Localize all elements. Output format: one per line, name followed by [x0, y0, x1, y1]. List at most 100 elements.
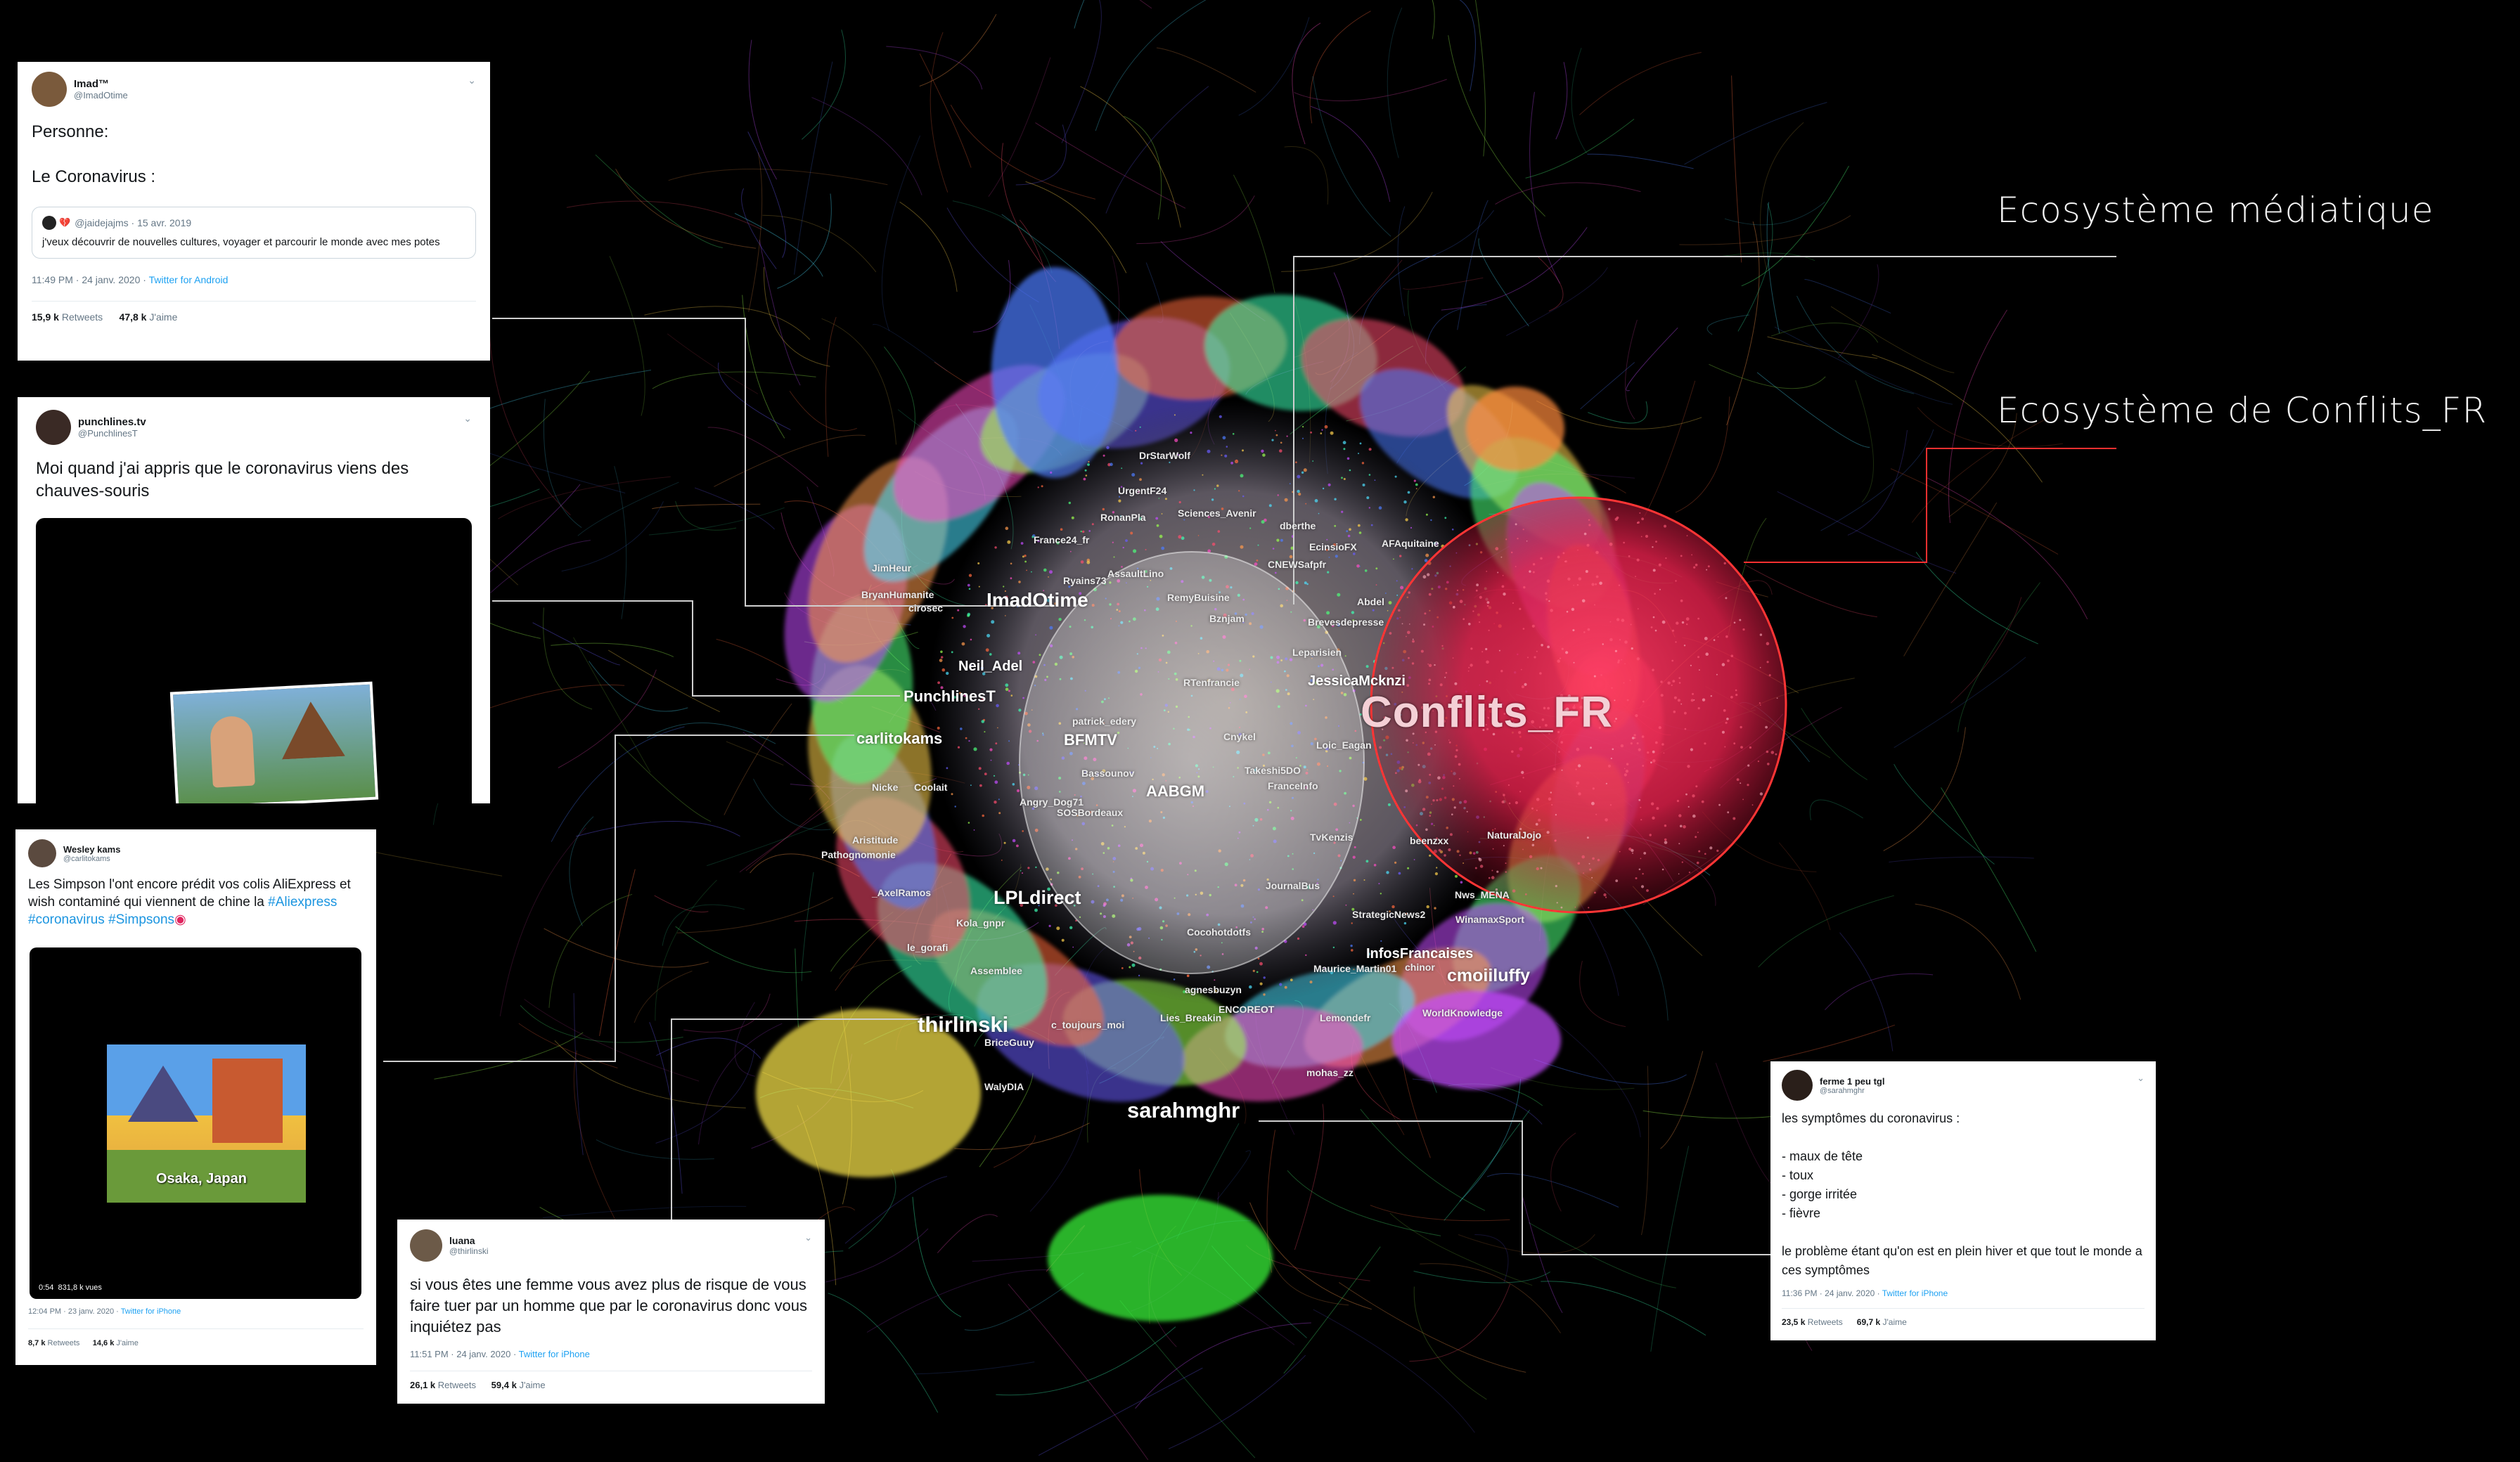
- core-node: [990, 759, 992, 761]
- conflits-node: [1578, 792, 1581, 796]
- node-label: Ryains73: [1063, 575, 1107, 586]
- conflits-node: [1678, 677, 1681, 679]
- core-node: [1043, 590, 1045, 592]
- core-node: [1353, 879, 1356, 882]
- background-edge: [1650, 1146, 1690, 1352]
- core-node: [1353, 969, 1355, 971]
- conflits-node: [1519, 791, 1522, 793]
- background-edge: [662, 904, 745, 946]
- core-node: [1112, 511, 1115, 514]
- quoted-tweet[interactable]: 💔 @jaidejajms · 15 avr. 2019 j'veux déco…: [32, 207, 476, 259]
- node-label: Loic_Eagan: [1316, 739, 1372, 751]
- core-node: [1411, 568, 1413, 570]
- core-node: [1161, 546, 1165, 550]
- tweet-video[interactable]: [36, 518, 472, 803]
- conflits-node: [1495, 547, 1499, 551]
- conflits-node: [1572, 629, 1575, 632]
- background-edge: [1809, 799, 1863, 820]
- core-node: [1035, 866, 1037, 869]
- conflits-node: [1491, 876, 1495, 879]
- tweet-card-punchlinest[interactable]: punchlines.tv @PunchlinesT ⌄ Moi quand j…: [18, 397, 490, 803]
- background-edge: [1903, 502, 1998, 656]
- background-edge: [777, 193, 832, 289]
- background-edge: [1915, 903, 2021, 1000]
- conflits-node: [1686, 623, 1688, 626]
- connector-carlitokams: [383, 735, 854, 1062]
- hashtag-aliexpress[interactable]: #Aliexpress: [268, 895, 338, 910]
- hashtag-simpsons[interactable]: #Simpsons: [108, 912, 175, 927]
- tweet-text: Personne: Le Coronavirus :: [32, 122, 156, 186]
- background-edge: [618, 742, 712, 822]
- core-node: [1324, 425, 1328, 429]
- conflits-node: [1733, 621, 1736, 624]
- chevron-down-icon[interactable]: ⌄: [468, 75, 476, 86]
- avatar: [42, 216, 56, 230]
- conflits-node: [1458, 778, 1460, 779]
- core-node: [1048, 924, 1051, 927]
- core-node: [937, 681, 940, 685]
- background-edge: [1731, 75, 1742, 263]
- conflits-node: [1698, 850, 1701, 853]
- conflits-node: [1678, 843, 1680, 845]
- core-node: [1164, 498, 1167, 500]
- conflits-node: [1448, 741, 1451, 744]
- core-node: [994, 780, 998, 784]
- node-label: agnesbuzyn: [1185, 984, 1242, 995]
- tweet-source-link[interactable]: Twitter for Android: [148, 274, 229, 285]
- conflits-node: [1636, 657, 1640, 661]
- conflits-node: [1747, 764, 1750, 767]
- background-edge: [1588, 401, 1648, 424]
- conflits-node: [1705, 652, 1709, 656]
- hashtag-coronavirus[interactable]: #coronavirus: [28, 912, 105, 927]
- tweet-card-sarahmghr[interactable]: ferme 1 peu tgl @sarahmghr ⌄ les symptôm…: [1770, 1061, 2156, 1340]
- tweet-card-imadotime[interactable]: Imad™ @ImadOtime ⌄ Personne: Le Coronavi…: [18, 62, 490, 361]
- core-node: [1068, 501, 1072, 505]
- tweet-source-link[interactable]: Twitter for iPhone: [120, 1307, 181, 1316]
- conflits-node: [1595, 550, 1599, 555]
- conflits-node: [1583, 872, 1585, 874]
- conflits-node: [1459, 854, 1461, 857]
- chevron-down-icon[interactable]: ⌄: [2137, 1073, 2145, 1083]
- tweet-card-thirlinski[interactable]: luana @thirlinski ⌄ si vous êtes une fem…: [397, 1220, 825, 1404]
- chevron-down-icon[interactable]: ⌄: [804, 1232, 812, 1243]
- conflits-node: [1704, 853, 1706, 855]
- tweet-author-handle: @ImadOtime: [74, 90, 128, 101]
- conflits-node: [1727, 811, 1730, 814]
- background-edge: [561, 501, 664, 572]
- tweet-source-link[interactable]: Twitter for iPhone: [518, 1349, 590, 1359]
- core-node: [981, 698, 984, 702]
- conflits-node: [1671, 684, 1673, 687]
- conflits-node: [1667, 681, 1671, 685]
- background-edge: [1457, 200, 1489, 330]
- conflits-node: [1418, 779, 1422, 784]
- conflits-node: [1616, 516, 1619, 519]
- conflits-node: [1631, 737, 1635, 739]
- background-edge: [544, 928, 709, 968]
- conflits-node: [1408, 656, 1410, 659]
- conflits-node: [1531, 624, 1535, 628]
- conflits-node: [1428, 664, 1432, 667]
- core-node: [1037, 539, 1040, 543]
- conflits-node: [1686, 535, 1688, 537]
- conflits-node: [1503, 593, 1506, 596]
- background-edge: [1950, 597, 2022, 704]
- background-edge: [1474, 0, 1486, 157]
- core-node: [991, 620, 995, 624]
- core-node: [1005, 615, 1006, 616]
- tweet-card-carlitokams[interactable]: Wesley kams @carlitokams Les Simpson l'o…: [15, 829, 376, 1365]
- tweet-source-link[interactable]: Twitter for iPhone: [1882, 1288, 1948, 1298]
- tweet-video[interactable]: Osaka, Japan 0:54 831,8 k vues: [30, 947, 361, 1299]
- conflits-node: [1555, 885, 1557, 888]
- conflits-node: [1647, 751, 1650, 754]
- conflits-node: [1680, 703, 1683, 705]
- conflits-node: [1508, 784, 1510, 787]
- background-edge: [558, 669, 657, 768]
- background-edge: [554, 1040, 746, 1108]
- node-label: Aristitude: [852, 834, 899, 846]
- core-node: [1444, 517, 1447, 519]
- chevron-down-icon[interactable]: ⌄: [463, 413, 472, 424]
- core-node: [1280, 538, 1283, 542]
- background-edge: [1397, 206, 1406, 316]
- core-node: [1365, 716, 1368, 720]
- core-node: [968, 822, 970, 824]
